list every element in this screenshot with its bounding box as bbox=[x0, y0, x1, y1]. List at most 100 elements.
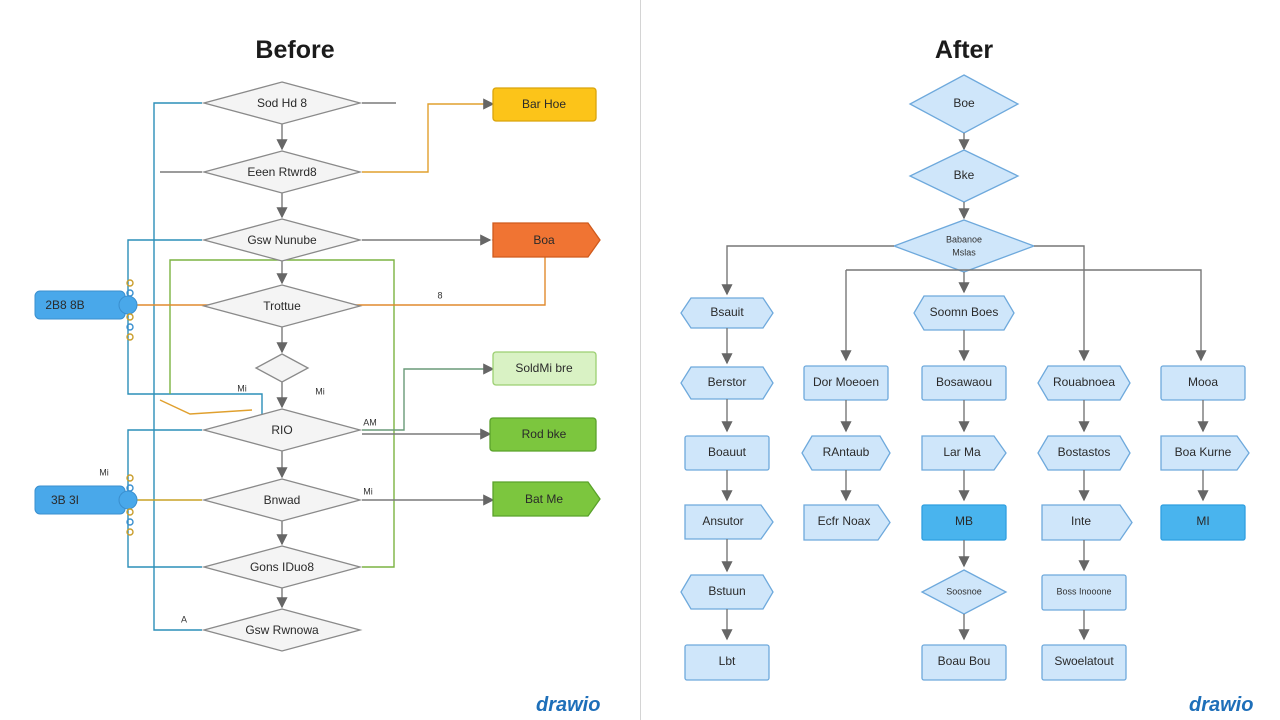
node-label: Ecfr Noax bbox=[818, 514, 871, 528]
process-node bbox=[1041, 644, 1127, 681]
side-pill-label: 3B 3I bbox=[51, 493, 79, 507]
process-node bbox=[680, 366, 774, 400]
process-node bbox=[921, 435, 1007, 471]
node-label: Berstor bbox=[708, 375, 747, 389]
connector-line bbox=[721, 245, 894, 296]
decision-node bbox=[254, 353, 310, 383]
loop-line-orange bbox=[159, 399, 253, 415]
decision-node bbox=[201, 284, 363, 328]
output-node bbox=[492, 481, 601, 517]
node-label: Bsauit bbox=[710, 305, 744, 319]
edge-label: Mi bbox=[237, 383, 247, 393]
hub-label: Mslas bbox=[952, 247, 976, 257]
node-label: Boauut bbox=[708, 445, 747, 459]
link-dot bbox=[126, 279, 134, 287]
process-node-highlight bbox=[1160, 504, 1246, 541]
node-label: Dor Moeoen bbox=[813, 375, 879, 389]
loop-line-green bbox=[362, 394, 395, 568]
decision-label: Eeen Rtwrd8 bbox=[247, 165, 317, 179]
node-label: Bosawaou bbox=[936, 375, 992, 389]
decision-label: Bnwad bbox=[264, 493, 301, 507]
decision-label: Sod Hd 8 bbox=[257, 96, 307, 110]
node-label: Mooa bbox=[1188, 375, 1218, 389]
process-node bbox=[1160, 435, 1250, 471]
output-label: SoldMi bre bbox=[515, 361, 573, 375]
process-node bbox=[684, 644, 770, 681]
output-node bbox=[489, 417, 597, 452]
link-dot bbox=[126, 289, 134, 297]
link-dot bbox=[126, 508, 134, 516]
side-pill bbox=[34, 485, 126, 515]
loop-line-blue bbox=[127, 239, 263, 430]
node-label: Lbt bbox=[719, 654, 736, 668]
decision-label: Bke bbox=[954, 168, 975, 182]
link-dot bbox=[126, 518, 134, 526]
connector-line bbox=[846, 269, 1207, 362]
drawio-logo: drawio bbox=[1189, 694, 1254, 716]
output-label: Rod bke bbox=[522, 427, 567, 441]
decision-node bbox=[201, 408, 363, 452]
hub-label: Babanoe bbox=[946, 234, 982, 244]
side-pill-connector bbox=[118, 295, 138, 315]
decision-label: Gsw Nunube bbox=[247, 233, 317, 247]
process-node bbox=[680, 297, 774, 329]
decision-label: Trottue bbox=[263, 299, 301, 313]
panel-divider bbox=[640, 0, 641, 720]
node-label: Boss Inooone bbox=[1056, 586, 1111, 596]
decision-label: Boe bbox=[953, 96, 975, 110]
drawio-logo: drawio bbox=[536, 694, 601, 716]
node-label: Boa Kurne bbox=[1175, 445, 1232, 459]
node-label: Ansutor bbox=[702, 514, 743, 528]
process-node bbox=[801, 435, 891, 471]
connector-line bbox=[362, 363, 495, 431]
decision-node bbox=[201, 81, 363, 125]
edge-label: Mi bbox=[99, 467, 109, 477]
node-label: MI bbox=[1196, 514, 1209, 528]
decision-node bbox=[201, 608, 363, 652]
loop-line-orange bbox=[362, 98, 495, 173]
loop-line-orange bbox=[128, 234, 546, 306]
process-node bbox=[921, 644, 1007, 681]
node-label: Boau Bou bbox=[938, 654, 991, 668]
output-node bbox=[492, 222, 601, 258]
link-dot bbox=[126, 313, 134, 321]
edge-label: Mi bbox=[363, 486, 373, 496]
node-label: Rouabnoea bbox=[1053, 375, 1115, 389]
link-dot bbox=[126, 528, 134, 536]
output-label: Bat Me bbox=[525, 492, 563, 506]
process-node bbox=[1037, 365, 1131, 401]
output-label: Boa bbox=[533, 233, 555, 247]
process-node bbox=[803, 504, 891, 541]
decision-label: RIO bbox=[271, 423, 292, 437]
process-node bbox=[1037, 435, 1131, 471]
link-dot bbox=[126, 484, 134, 492]
before-title: Before bbox=[255, 36, 335, 64]
node-label: Bstuun bbox=[708, 584, 745, 598]
node-label: Inte bbox=[1071, 514, 1091, 528]
side-pill-connector bbox=[118, 490, 138, 510]
decision-node bbox=[201, 150, 363, 194]
edge-label: Mi bbox=[315, 386, 325, 396]
decision-node bbox=[201, 478, 363, 522]
edge-label: 8 bbox=[437, 290, 442, 300]
decision-label: Gons IDuo8 bbox=[250, 560, 314, 574]
node-label: Bostastos bbox=[1058, 445, 1111, 459]
node-label: Soomn Boes bbox=[930, 305, 999, 319]
decision-node bbox=[201, 218, 363, 262]
link-dot bbox=[126, 333, 134, 341]
output-node bbox=[492, 87, 597, 122]
side-pill-label: 2B8 8B bbox=[45, 298, 84, 312]
link-dot bbox=[126, 323, 134, 331]
process-node bbox=[1041, 504, 1133, 541]
output-label: Bar Hoe bbox=[522, 97, 566, 111]
node-label: Swoelatout bbox=[1054, 654, 1114, 668]
node-label: MB bbox=[955, 514, 973, 528]
node-label: Lar Ma bbox=[943, 445, 981, 459]
edge-label: A bbox=[181, 614, 187, 624]
decision-label: Gsw Rwnowa bbox=[245, 623, 319, 637]
decision-node bbox=[201, 545, 363, 589]
connector-line bbox=[1034, 245, 1090, 362]
